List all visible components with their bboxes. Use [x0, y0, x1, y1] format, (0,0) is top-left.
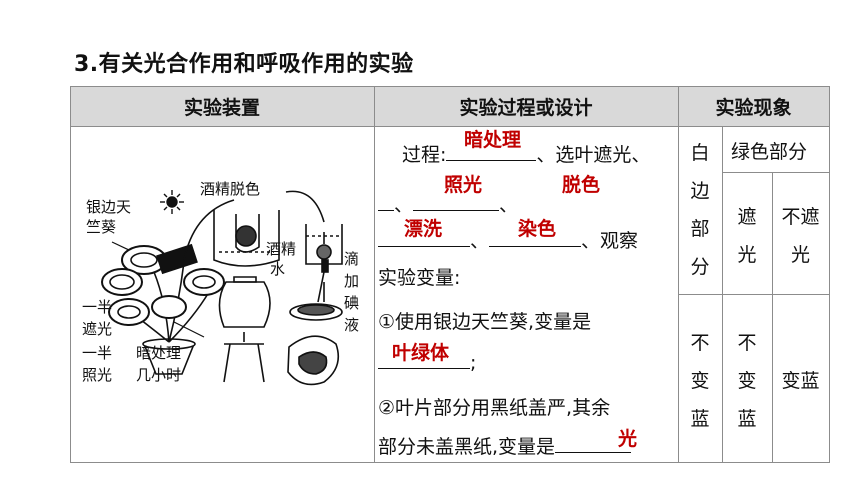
label-half-light-2: 照光: [82, 366, 112, 384]
result-unshaded: 变蓝: [781, 370, 820, 392]
answer-chlorophyll: 叶绿体: [392, 342, 450, 364]
label-dark-2: 几小时: [136, 366, 181, 384]
table-border-top: [70, 86, 830, 87]
label-half-light-1: 一半: [82, 344, 112, 362]
table-border-bottom: [70, 462, 830, 463]
column-divider-1: [374, 86, 375, 463]
answer-decolor: 脱色: [562, 174, 601, 196]
label-half-shade-2: 遮光: [82, 320, 112, 338]
stained-leaf: [287, 335, 340, 386]
label-plant-2: 竺葵: [86, 218, 116, 236]
label-iodine-1: 滴: [344, 250, 359, 268]
table-header-band: [70, 86, 830, 126]
label-iodine-3: 碘: [344, 294, 359, 312]
green-part-divider: [722, 172, 829, 173]
variable-item-2-line-2: 部分未盖黑纸,变量是: [378, 430, 632, 463]
label-iodine-4: 液: [344, 316, 359, 334]
variable-item-1: ①使用银边天竺葵,变量是: [378, 311, 592, 333]
label-dark-1: 暗处理: [136, 344, 181, 362]
sun-icon: [160, 190, 184, 214]
header-apparatus: 实验装置: [183, 96, 260, 119]
geranium-plant-illustration: [101, 241, 225, 375]
shaded-label: 遮 光: [737, 206, 757, 266]
process-line-2: 、、: [378, 188, 518, 221]
label-plant-1: 银边天: [86, 198, 131, 216]
answer-stain: 染色: [518, 218, 557, 240]
table-header-divider: [70, 126, 830, 127]
table-border-right: [829, 86, 830, 463]
header-process: 实验过程或设计: [459, 96, 593, 119]
label-alcohol-decolor: 酒精脱色: [200, 180, 260, 198]
phenomenon-white-divider: [678, 294, 829, 295]
process-line-1: 过程:、选叶遮光、: [402, 138, 650, 171]
result-shaded: 不 变 蓝: [737, 332, 757, 430]
iodine-dish: [289, 259, 343, 321]
answer-dark-treatment: 暗处理: [464, 129, 522, 151]
label-alcohol: 酒精: [266, 240, 296, 258]
header-phenomenon: 实验现象: [715, 96, 792, 119]
label-water: 水: [270, 260, 285, 278]
shade-divider: [772, 172, 773, 463]
variables-label: 实验变量:: [378, 267, 461, 289]
white-edge-label: 白 边 部 分: [690, 142, 710, 278]
variable-item-1-blank: ;: [378, 346, 476, 379]
column-divider-2: [678, 86, 679, 463]
green-part-label: 绿色部分: [731, 141, 808, 163]
page-title: 3.有关光合作用和呼吸作用的实验: [74, 52, 414, 77]
experiment-apparatus-diagram: 银边天 竺葵 酒精脱色 酒精 水 滴 加 碘 液 一半 遮光 一半 照光 暗处理…: [82, 180, 359, 386]
unshaded-label: 不遮 光: [781, 206, 820, 266]
answer-light: 照光: [444, 174, 483, 196]
label-iodine-2: 加: [344, 272, 359, 290]
label-half-shade-1: 一半: [82, 298, 112, 316]
answer-rinse: 漂洗: [404, 218, 443, 240]
table-border-left: [70, 86, 71, 463]
water-bath-apparatus: [213, 210, 280, 383]
phenomenon-vertical-divider: [722, 126, 723, 463]
process-arrows: [183, 190, 325, 302]
variable-item-2-line-1: ②叶片部分用黑纸盖严,其余: [378, 397, 611, 419]
answer-light-variable: 光: [618, 428, 638, 450]
result-white-edge: 不 变 蓝: [690, 332, 710, 430]
process-line-3: 、、观察: [378, 224, 638, 257]
